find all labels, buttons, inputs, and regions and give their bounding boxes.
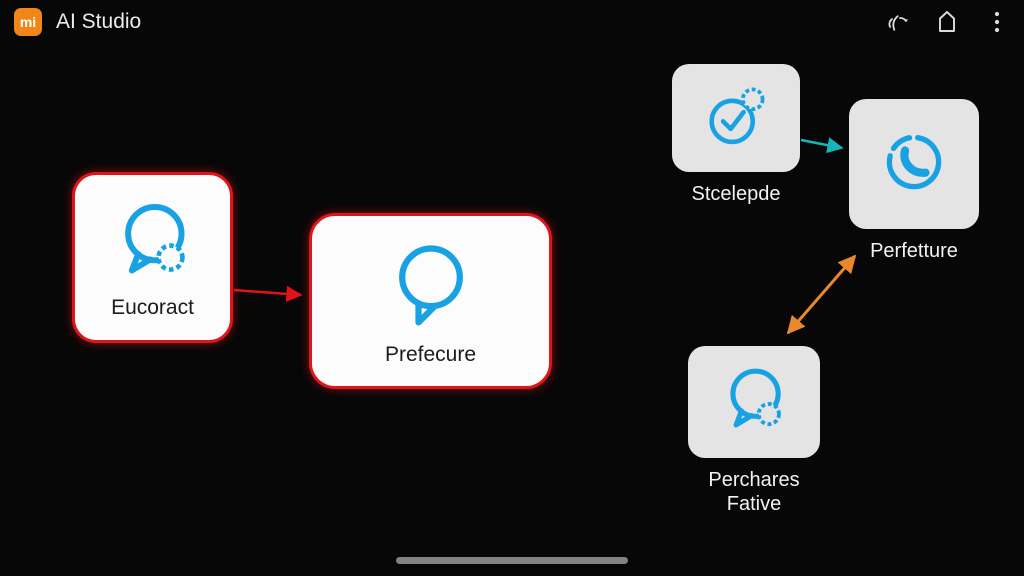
top-app-bar: mi AI Studio bbox=[0, 0, 1024, 44]
edge-stcelepde-perfetture bbox=[800, 137, 844, 154]
node-perchares-fative-wrap: Perchares Fative bbox=[688, 346, 820, 516]
node-label: Prefecure bbox=[384, 342, 477, 366]
app-title: AI Studio bbox=[56, 10, 142, 33]
mi-logo-icon: mi bbox=[14, 8, 42, 36]
edge-eucoract-prefecure bbox=[233, 285, 303, 303]
clock-check-gear-icon bbox=[698, 78, 774, 159]
node-perchares-fative[interactable] bbox=[688, 346, 820, 458]
node-label: Eucoract bbox=[111, 296, 194, 319]
wifi-calling-icon[interactable] bbox=[884, 9, 910, 35]
node-label: Perchares Fative bbox=[708, 469, 800, 515]
home-indicator[interactable] bbox=[396, 557, 628, 564]
chat-bubble-gear-icon bbox=[715, 361, 793, 444]
node-eucoract[interactable]: Eucoract bbox=[72, 172, 233, 343]
node-label: Stcelepde bbox=[691, 183, 781, 205]
node-label: Perfetture bbox=[870, 240, 958, 262]
home-icon[interactable] bbox=[934, 9, 960, 35]
more-menu-icon[interactable] bbox=[984, 9, 1010, 35]
statusbar-actions bbox=[884, 9, 1010, 35]
node-perfetture-wrap: Perfetture bbox=[849, 99, 979, 263]
chat-bubble-icon bbox=[383, 236, 479, 337]
chat-bubble-gear-icon bbox=[107, 195, 199, 292]
edge-perfetture-perchares bbox=[786, 254, 857, 335]
node-perfetture[interactable] bbox=[849, 99, 979, 229]
node-prefecure[interactable]: Prefecure bbox=[309, 213, 552, 389]
node-stcelepde[interactable] bbox=[672, 64, 800, 172]
node-stcelepde-wrap: Stcelepde bbox=[672, 64, 800, 206]
phone-circle-icon bbox=[873, 121, 955, 208]
